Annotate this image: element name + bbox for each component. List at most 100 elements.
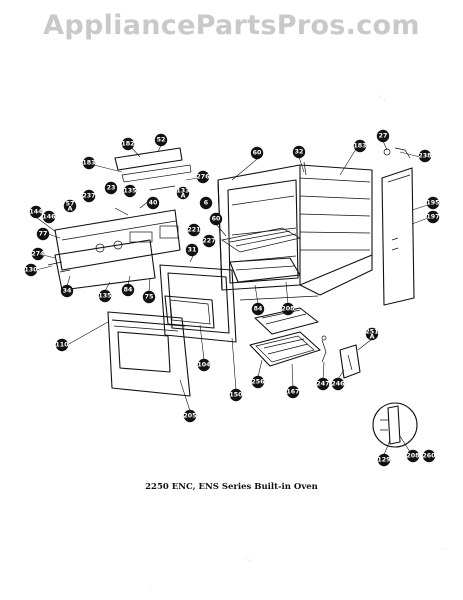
- callout-label: 197: [426, 214, 439, 221]
- callout-circle: [29, 205, 43, 219]
- callout-circle: [123, 184, 137, 198]
- callout-label: 34: [63, 288, 72, 295]
- callout-circle: [331, 377, 345, 391]
- callout-label: 247: [316, 381, 329, 388]
- callout-circle: [82, 189, 96, 203]
- callout-label: 27: [379, 133, 388, 140]
- callout-circle: [121, 283, 135, 297]
- callout-circle: [197, 358, 211, 372]
- callout-label: 221: [187, 227, 200, 234]
- callout-circle: [418, 149, 432, 163]
- callout-c32: 32: [292, 145, 306, 159]
- callout-label: 129: [377, 457, 390, 464]
- callout-circle: [250, 146, 264, 160]
- callout-c60a: 60: [250, 146, 264, 160]
- callout-label: 167: [286, 389, 299, 396]
- callout-label: 274: [31, 251, 45, 258]
- callout-circle: [377, 453, 391, 467]
- callout-c197: 197: [426, 210, 440, 224]
- callout-c195: 195: [426, 196, 440, 210]
- callout-c77: 77: [36, 227, 50, 241]
- callout-c129: 129: [377, 453, 391, 467]
- diagram-caption: 2250 ENC, ENS Series Built-in Oven: [145, 482, 318, 492]
- callout-circle: [365, 327, 379, 341]
- callout-circle: [281, 302, 295, 316]
- callout-circle: [209, 212, 223, 226]
- callout-c34: 34: [60, 284, 74, 298]
- oven-cabinet: [217, 164, 373, 301]
- callout-c167: 167: [286, 385, 300, 399]
- callout-c208: 208: [281, 302, 295, 316]
- scan-speck: · ·: [440, 546, 446, 553]
- callout-circle: [24, 263, 38, 277]
- callout-circle: [353, 139, 367, 153]
- callout-label: 23: [107, 185, 116, 192]
- callout-circle: [196, 170, 210, 184]
- callout-c146: 146: [42, 210, 56, 224]
- leader-lines: [35, 140, 429, 456]
- callout-c60b: 60: [209, 212, 223, 226]
- callout-label: 208: [281, 306, 294, 313]
- callout-label: 256: [251, 379, 265, 386]
- callout-circle: [63, 199, 77, 213]
- callout-circle: [31, 247, 45, 261]
- callout-circle: [229, 388, 243, 402]
- callout-circle: [187, 223, 201, 237]
- callout-label: 135: [98, 293, 111, 300]
- callout-c27: 27: [376, 129, 390, 143]
- callout-label: 130: [24, 267, 38, 274]
- callout-c6: 6: [199, 196, 213, 210]
- callout-circle: [292, 145, 306, 159]
- callout-circle: [176, 186, 190, 200]
- callout-c84b: 84: [251, 302, 265, 316]
- callout-circle: [121, 137, 135, 151]
- callout-c183b: 183: [353, 139, 367, 153]
- callout-label: 208: [406, 453, 419, 460]
- callout-circle: [376, 129, 390, 143]
- callout-label: 32: [295, 149, 304, 156]
- callout-c182: 182: [121, 137, 135, 151]
- callout-c237: 237: [82, 189, 96, 203]
- callout-c276: 276: [196, 170, 210, 184]
- callout-label: 135: [123, 188, 136, 195]
- callout-circle: [146, 196, 160, 210]
- callout-label: 227: [202, 238, 215, 245]
- callout-c84a: 84: [121, 283, 135, 297]
- callout-label: 205: [183, 413, 196, 420]
- scan-speck: ·: [150, 587, 152, 594]
- callout-circle: [426, 196, 440, 210]
- scan-speck: · , ·: [245, 556, 255, 563]
- callout-circle: [42, 210, 56, 224]
- callout-c247: 247: [316, 377, 330, 391]
- callout-c135b: 135: [98, 289, 112, 303]
- broiler-pan: [249, 307, 321, 367]
- callout-circle: [183, 409, 197, 423]
- door-window: [164, 295, 215, 329]
- callout-label: 182: [121, 141, 134, 148]
- callout-circle: [142, 290, 156, 304]
- callout-c183: 183: [82, 156, 96, 170]
- callout-label: 238: [418, 153, 431, 160]
- callout-circle: [426, 210, 440, 224]
- watermark-text: AppliancePartsPros.com: [43, 10, 420, 41]
- callout-c130: 130: [24, 263, 38, 277]
- callout-c75: 75: [142, 290, 156, 304]
- callout-c221: 221: [187, 223, 201, 237]
- callout-circle: [199, 196, 213, 210]
- callout-circle: [36, 227, 50, 241]
- callout-circle: [60, 284, 74, 298]
- callout-c144: 144: [29, 205, 43, 219]
- callout-c256: 256: [251, 375, 265, 389]
- control-panel: [47, 209, 181, 291]
- callout-c135: 135: [123, 184, 137, 198]
- callout-circle: [286, 385, 300, 399]
- callout-label: 84: [254, 306, 263, 313]
- callout-c260: 260: [422, 449, 436, 463]
